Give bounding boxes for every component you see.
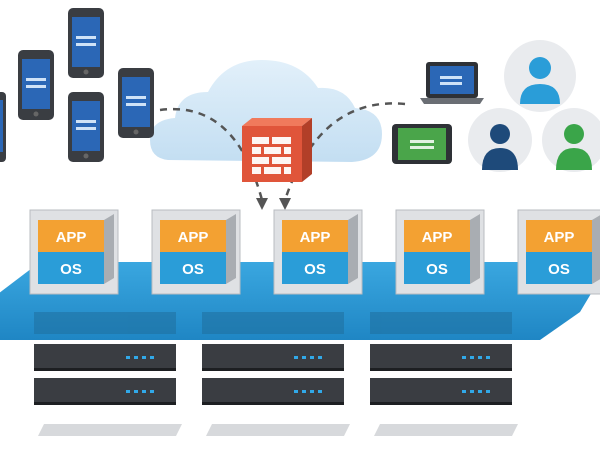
vm-3: APP OS [273, 209, 363, 295]
os-label: OS [60, 261, 82, 278]
user-avatar-green [542, 108, 600, 172]
app-label: APP [178, 229, 209, 246]
vm-2: APP OS [151, 209, 241, 295]
os-label: OS [548, 261, 570, 278]
phone-icon [68, 92, 104, 162]
vm-4: APP OS [395, 209, 485, 295]
server-tops [34, 312, 512, 334]
phones-group [0, 8, 154, 162]
arrow-head-right [279, 198, 291, 210]
firewall-icon [242, 118, 312, 182]
vm-5: APP OS [517, 209, 600, 295]
phone-icon [118, 68, 154, 138]
phone-icon [18, 50, 54, 120]
floor-shadows [38, 424, 518, 436]
os-label: OS [182, 261, 204, 278]
user-avatar-light-blue [504, 40, 576, 112]
os-label: OS [426, 261, 448, 278]
app-label: APP [300, 229, 331, 246]
app-label: APP [544, 229, 575, 246]
phone-icon [68, 8, 104, 78]
user-avatar-navy [468, 108, 532, 172]
app-label: APP [422, 229, 453, 246]
cloud-icon [150, 60, 382, 162]
tablet-icon [392, 124, 452, 164]
arrow-head-left [256, 198, 268, 210]
laptop-icon [420, 62, 484, 104]
vm-1: APP OS [29, 209, 119, 295]
phone-icon [0, 92, 6, 162]
app-label: APP [56, 229, 87, 246]
os-label: OS [304, 261, 326, 278]
